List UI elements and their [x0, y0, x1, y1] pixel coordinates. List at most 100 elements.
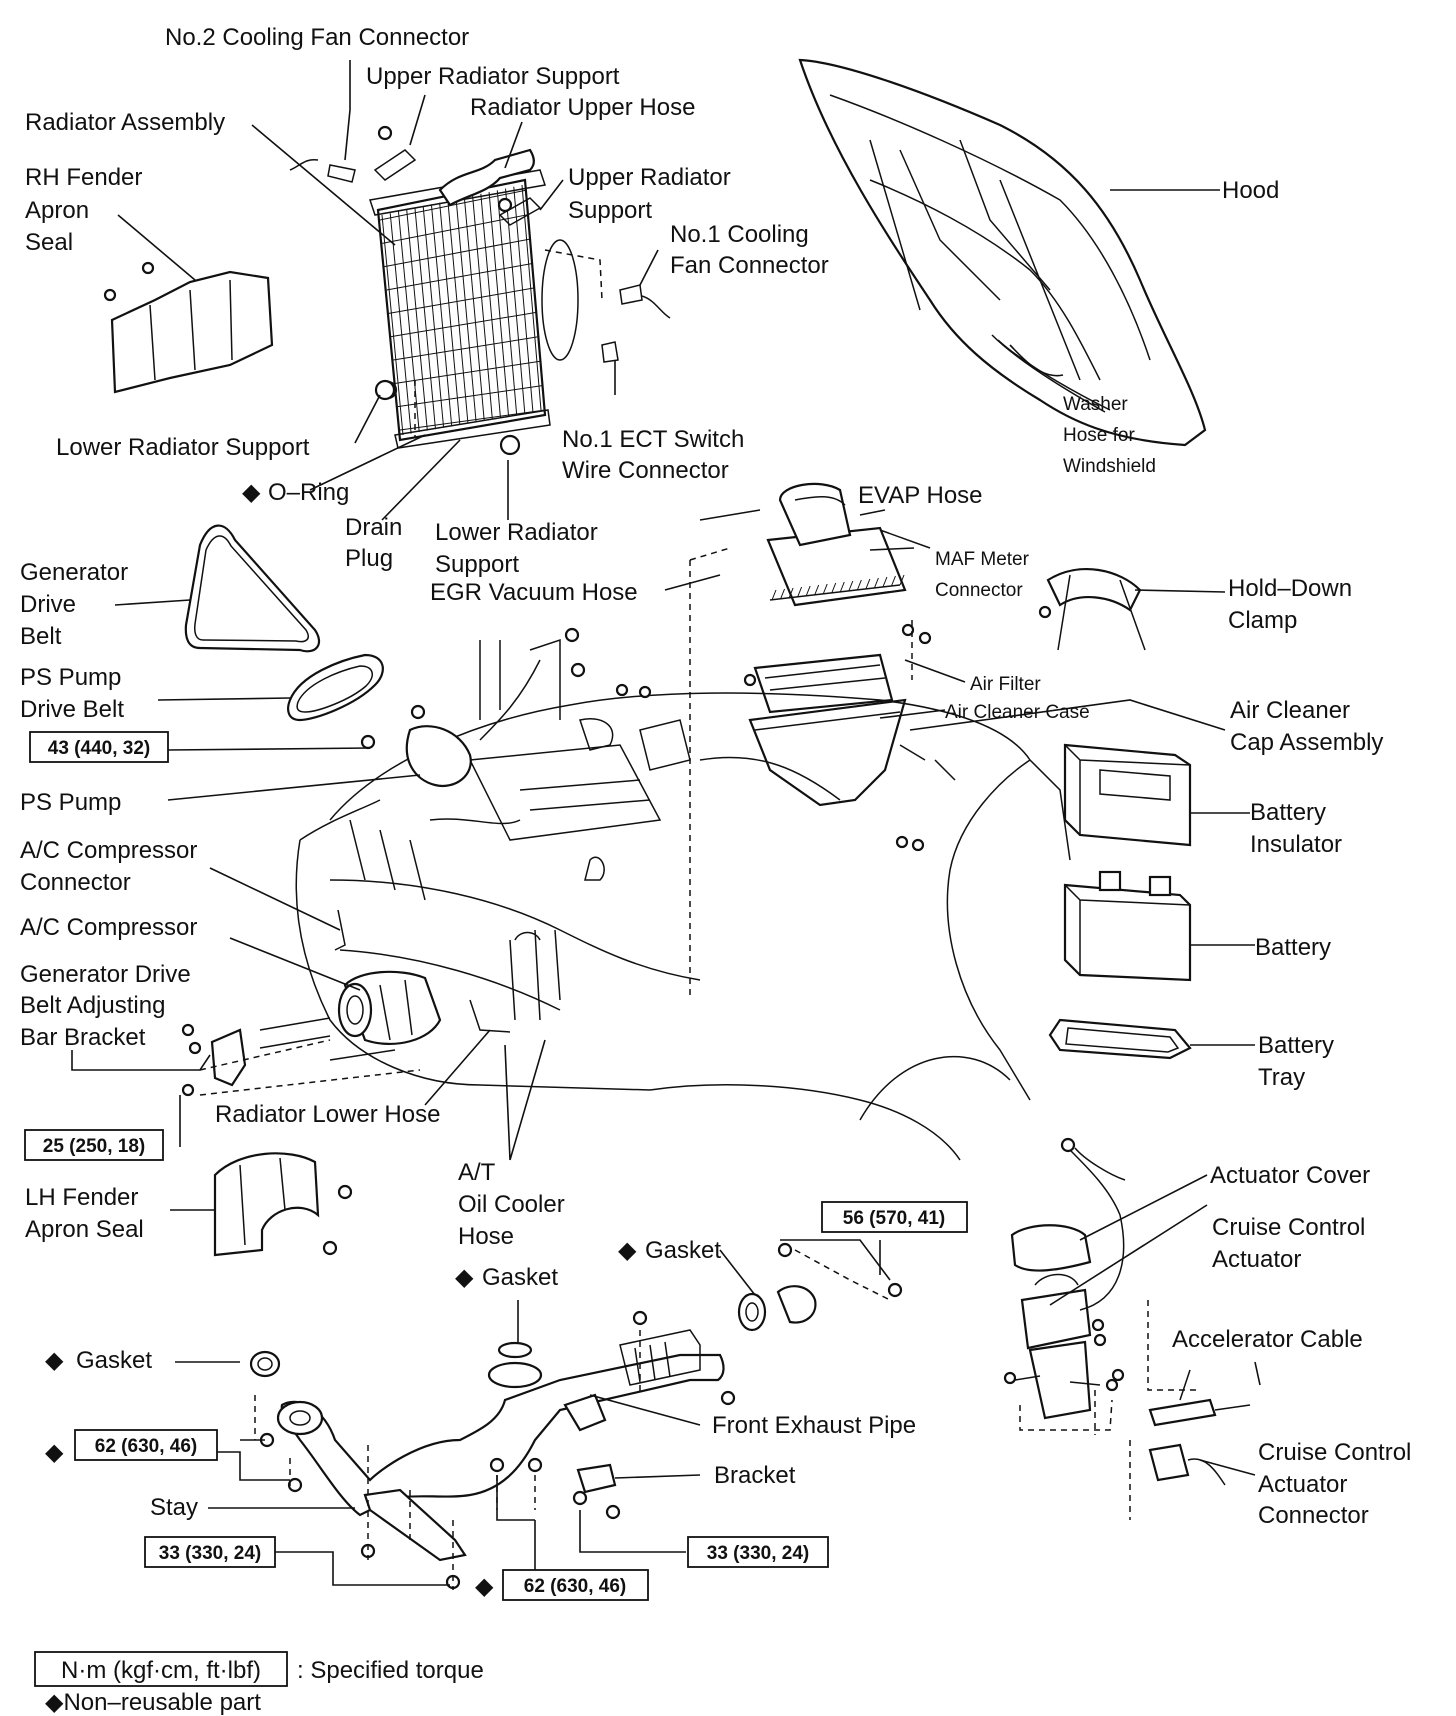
torque-pipe-nut-left: 62 (630, 46)	[74, 1429, 218, 1461]
cruise-control-drawing	[1010, 1137, 1251, 1486]
label-egr-vacuum-hose: EGR Vacuum Hose	[430, 579, 638, 606]
leader-lines	[71, 60, 1261, 1586]
label-air-cleaner-cap-line-1: Air Cleaner	[1230, 697, 1350, 724]
label-at-oil-cooler-line-3: Hose	[458, 1223, 514, 1250]
torque-pipe-nut-bottom: 62 (630, 46)	[502, 1569, 649, 1601]
label-generator-drive-belt-line-3: Belt	[20, 623, 62, 650]
torque-ps-pump-bolt: 43 (440, 32)	[29, 731, 169, 763]
part-labels: No.2 Cooling Fan Connector Upper Radiato…	[20, 24, 1411, 1600]
label-actuator-cover: Actuator Cover	[1210, 1162, 1370, 1189]
label-generator-bracket-line-3: Bar Bracket	[20, 1024, 146, 1051]
label-battery-insulator-line-2: Insulator	[1250, 831, 1342, 858]
ac-compressor-drawing	[181, 909, 442, 1087]
label-ac-compressor-connector-line-1: A/C Compressor	[20, 837, 197, 864]
label-o-ring: O–Ring	[268, 479, 349, 506]
label-battery-insulator-line-1: Battery	[1250, 799, 1326, 826]
label-cruise-actuator-line-1: Cruise Control	[1212, 1214, 1365, 1241]
rh-fender-apron-seal-drawing	[103, 261, 274, 394]
svg-text:33 (330, 24): 33 (330, 24)	[707, 1543, 809, 1564]
svg-text:56 (570, 41): 56 (570, 41)	[843, 1208, 945, 1229]
label-no1-cooling-fan-line-2: Fan Connector	[670, 252, 829, 279]
belts-drawing	[184, 524, 384, 722]
label-ps-pump-drive-belt-line-2: Drive Belt	[20, 696, 124, 723]
label-radiator-upper-hose: Radiator Upper Hose	[470, 94, 695, 121]
label-gasket-left: Gasket	[76, 1347, 152, 1374]
label-rh-fender-line-2: Apron	[25, 197, 89, 224]
radiator-upper-hose-drawing	[289, 148, 671, 363]
torque-flange-bolt: 56 (570, 41)	[821, 1201, 968, 1233]
label-bracket: Bracket	[714, 1462, 796, 1489]
label-hood: Hood	[1222, 177, 1279, 204]
label-washer-hose-line-2: Hose for	[1063, 425, 1135, 446]
torque-bracket-bolt: 25 (250, 18)	[24, 1129, 164, 1161]
label-gasket-center: Gasket	[482, 1264, 558, 1291]
symbol-o-ring: ◆	[242, 479, 261, 506]
label-cruise-actuator-line-2: Actuator	[1212, 1246, 1301, 1273]
label-lower-radiator-support-left: Lower Radiator Support	[56, 434, 310, 461]
label-at-oil-cooler-line-2: Oil Cooler	[458, 1191, 565, 1218]
symbol-pipe-nut-left: ◆	[45, 1439, 64, 1466]
label-air-filter: Air Filter	[970, 674, 1041, 695]
label-accelerator-cable: Accelerator Cable	[1172, 1326, 1363, 1353]
label-ps-pump-drive-belt-line-1: PS Pump	[20, 664, 121, 691]
label-generator-bracket-line-1: Generator Drive	[20, 961, 191, 988]
torque-stay-bolt: 33 (330, 24)	[144, 1536, 276, 1568]
symbol-gasket-right: ◆	[618, 1237, 637, 1264]
symbol-gasket-center: ◆	[455, 1264, 474, 1291]
label-drain-plug-line-2: Plug	[345, 545, 393, 572]
label-ac-compressor: A/C Compressor	[20, 914, 197, 941]
label-radiator-lower-hose: Radiator Lower Hose	[215, 1101, 440, 1128]
label-gasket-right: Gasket	[645, 1237, 721, 1264]
label-at-oil-cooler-line-1: A/T	[458, 1159, 496, 1186]
label-cruise-connector-line-1: Cruise Control	[1258, 1439, 1411, 1466]
legend: N·m (kgf·cm, ft·lbf) : Specified torque …	[34, 1651, 484, 1716]
symbol-gasket-left: ◆	[45, 1347, 64, 1374]
label-ect-switch-line-2: Wire Connector	[562, 457, 729, 484]
exhaust-drawing	[249, 1242, 903, 1590]
svg-text:33 (330, 24): 33 (330, 24)	[159, 1543, 261, 1564]
label-no1-cooling-fan-line-1: No.1 Cooling	[670, 221, 809, 248]
label-washer-hose-line-3: Windshield	[1063, 456, 1156, 477]
label-ps-pump: PS Pump	[20, 789, 121, 816]
lh-fender-apron-seal-drawing	[213, 1152, 353, 1257]
label-washer-hose-line-1: Washer	[1063, 394, 1128, 415]
label-rh-fender-line-3: Seal	[25, 229, 73, 256]
label-generator-drive-belt-line-1: Generator	[20, 559, 128, 586]
radiator-assembly-drawing	[369, 169, 579, 456]
legend-torque-unit: N·m (kgf·cm, ft·lbf)	[61, 1657, 261, 1684]
label-maf-meter-line-2: Connector	[935, 580, 1023, 601]
legend-non-reusable: ◆Non–reusable part	[45, 1689, 261, 1716]
svg-text:25 (250, 18): 25 (250, 18)	[43, 1136, 145, 1157]
label-generator-drive-belt-line-2: Drive	[20, 591, 76, 618]
symbol-pipe-nut-bottom: ◆	[475, 1573, 494, 1600]
label-battery-tray-line-2: Tray	[1258, 1064, 1305, 1091]
fasteners-drawing	[181, 125, 1119, 1392]
label-battery-tray-line-1: Battery	[1258, 1032, 1334, 1059]
label-rh-fender-line-1: RH Fender	[25, 164, 142, 191]
label-upper-radiator-support-right-line-2: Support	[568, 197, 652, 224]
label-air-cleaner-cap-line-2: Cap Assembly	[1230, 729, 1383, 756]
label-radiator-assembly: Radiator Assembly	[25, 109, 225, 136]
label-upper-radiator-support-right-line-1: Upper Radiator	[568, 164, 731, 191]
label-lower-radiator-support-mid-line-2: Support	[435, 551, 519, 578]
label-upper-radiator-support-top: Upper Radiator Support	[366, 63, 620, 90]
label-stay: Stay	[150, 1494, 198, 1521]
svg-text:62 (630, 46): 62 (630, 46)	[95, 1436, 197, 1457]
label-maf-meter-line-1: MAF Meter	[935, 549, 1030, 570]
label-front-exhaust-pipe: Front Exhaust Pipe	[712, 1412, 916, 1439]
torque-specs: 43 (440, 32) 25 (250, 18) 56 (570, 41) 6…	[24, 731, 968, 1601]
svg-text:62 (630, 46): 62 (630, 46)	[524, 1576, 626, 1597]
label-cruise-connector-line-2: Actuator	[1258, 1471, 1347, 1498]
hood-drawing	[798, 58, 1207, 447]
label-generator-bracket-line-2: Belt Adjusting	[20, 992, 165, 1019]
label-lower-radiator-support-mid-line-1: Lower Radiator	[435, 519, 598, 546]
label-hold-down-clamp-line-2: Clamp	[1228, 607, 1297, 634]
label-cruise-connector-line-3: Connector	[1258, 1502, 1369, 1529]
legend-torque-desc: : Specified torque	[297, 1657, 484, 1684]
label-ac-compressor-connector-line-2: Connector	[20, 869, 131, 896]
dashed-reference-lines	[199, 249, 1200, 1590]
engine-hoses-drawing	[469, 640, 561, 1033]
svg-text:43 (440, 32): 43 (440, 32)	[48, 738, 150, 759]
torque-bracket-right: 33 (330, 24)	[687, 1536, 829, 1568]
